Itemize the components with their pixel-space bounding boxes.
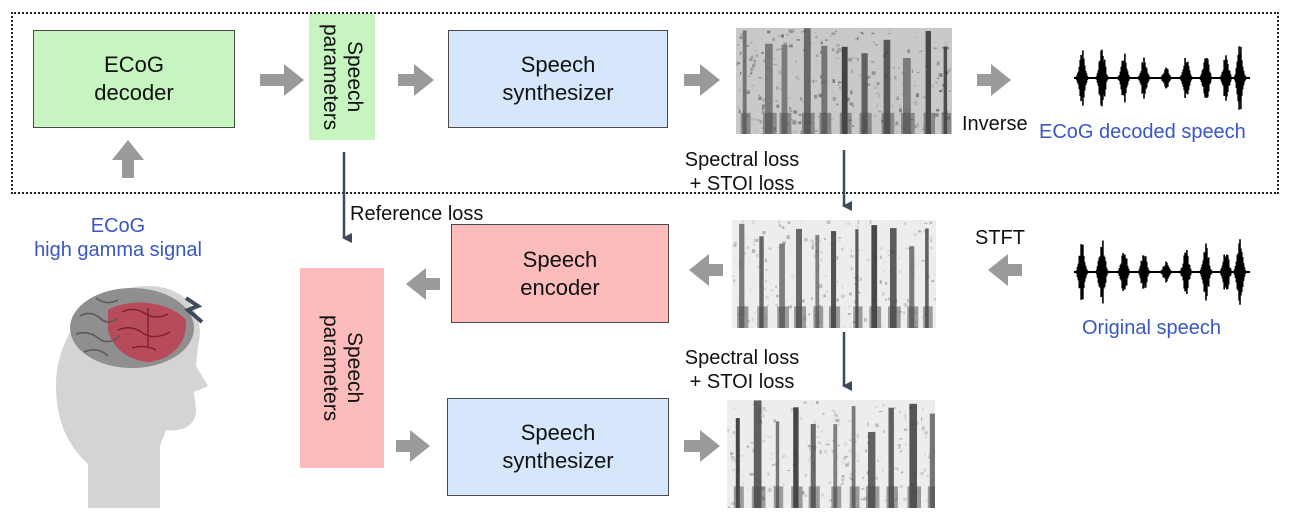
speech-parameters-top-label: Speech parameters — [319, 23, 366, 131]
spectral-loss-top-line2: + STOI loss — [689, 173, 795, 195]
spectral-loss-bottom-line1: Spectral loss — [684, 347, 800, 369]
ecog-decoder-block: ECoG decoder — [33, 30, 235, 128]
arrow-right — [684, 64, 720, 96]
head-with-brain-icon — [56, 286, 208, 508]
speech-synthesizer-top-label: Speech synthesizer — [502, 52, 614, 105]
speech-synthesizer-bottom-block: Speech synthesizer — [447, 398, 669, 496]
arrow-right — [684, 430, 720, 462]
inverse-label: Inverse — [962, 113, 1028, 135]
arrow-left — [689, 254, 723, 286]
ecog-signal-line1: ECoG — [90, 215, 146, 237]
arrow-right — [977, 64, 1011, 96]
arrow-up — [112, 140, 144, 178]
arrow-right — [396, 430, 430, 462]
arrow-right — [398, 64, 434, 96]
gray-arrows — [112, 64, 1022, 462]
stft-label: STFT — [975, 227, 1025, 249]
dark-arrows — [342, 150, 852, 391]
speech-synthesizer-bottom-label: Speech synthesizer — [502, 420, 614, 473]
spectrogram-original — [732, 220, 936, 328]
spectrogram-reconstructed — [727, 400, 935, 508]
speech-synthesizer-top-block: Speech synthesizer — [448, 30, 668, 128]
spectrogram-decoded — [736, 28, 952, 134]
speech-encoder-label: Speech encoder — [520, 246, 600, 300]
arrow-left — [406, 268, 440, 300]
original-speech-label: Original speech — [1082, 317, 1221, 339]
spectral-loss-bottom-line2: + STOI loss — [689, 371, 795, 393]
ecog-decoder-label: ECoG decoder — [94, 52, 174, 105]
decoded-speech-label: ECoG decoded speech — [1039, 121, 1246, 143]
reference-loss-label: Reference loss — [350, 203, 484, 225]
waveform-icon — [1074, 239, 1250, 305]
speech-parameters-bottom-block: Speech parameters — [300, 268, 384, 468]
speech-parameters-top-block: Speech parameters — [309, 14, 375, 140]
waveform-icon — [1074, 46, 1250, 110]
speech-parameters-bottom-label: Speech parameters — [319, 314, 366, 422]
speech-encoder-block: Speech encoder — [451, 224, 669, 323]
spectral-loss-top-line1: Spectral loss — [684, 149, 800, 171]
ecog-signal-line2: high gamma signal — [34, 239, 202, 261]
arrow-right — [260, 64, 304, 96]
training-loop-boundary — [11, 12, 1279, 194]
arrow-left — [988, 254, 1022, 286]
